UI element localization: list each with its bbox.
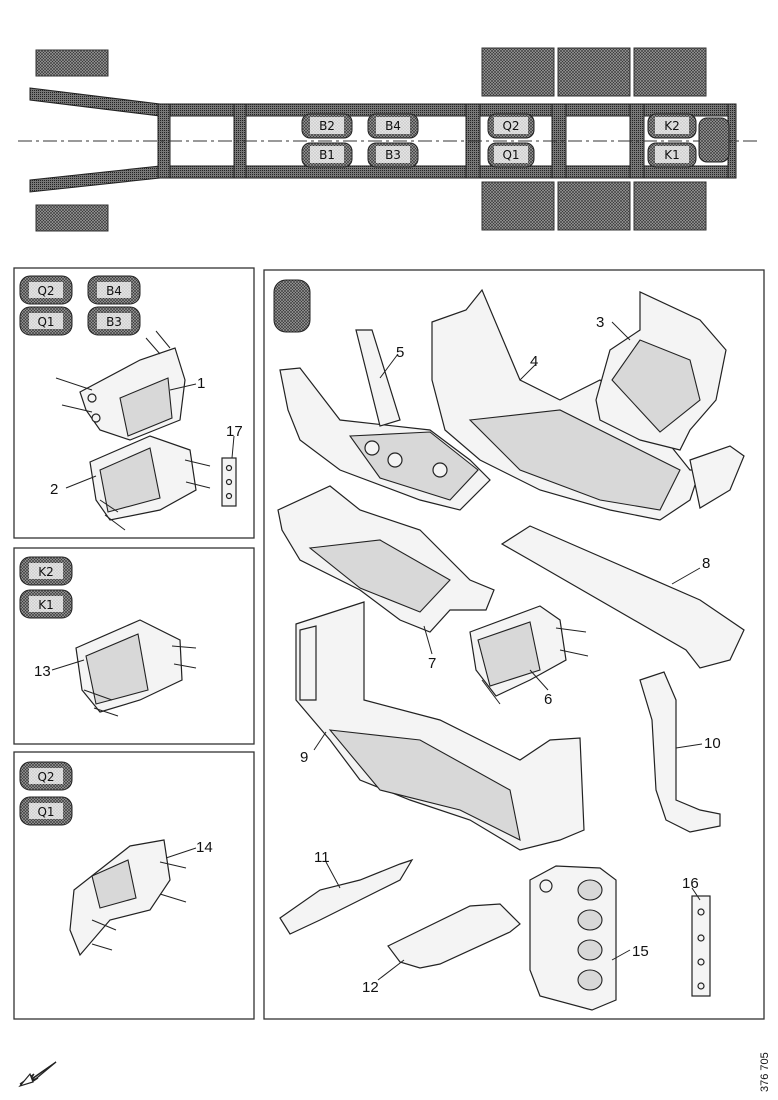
part-14-bracket (69, 839, 187, 957)
svg-text:Q1: Q1 (502, 148, 519, 162)
svg-text:Q1: Q1 (37, 315, 54, 329)
svg-text:Q2: Q2 (37, 770, 54, 784)
callout-15: 15 (632, 943, 649, 960)
panel-2-frame (13, 547, 255, 745)
part-16-plate (691, 895, 711, 997)
svg-text:Q2: Q2 (502, 119, 519, 133)
callout-6: 6 (544, 691, 552, 708)
part-1-bracket (55, 330, 186, 441)
svg-text:K2: K2 (664, 119, 680, 133)
chassis-bag-b1: B1 (301, 142, 353, 168)
direction-arrow-icon (18, 1061, 57, 1088)
chassis-bag-b3: B3 (367, 142, 419, 168)
part-5-cradle (279, 329, 491, 511)
part-15-block (529, 865, 617, 1011)
part-12-plate (387, 903, 521, 969)
chassis-bag-q1: Q1 (487, 142, 535, 168)
panel-main-frame (263, 269, 765, 1020)
panel-3-bags: Q2 Q1 (19, 761, 73, 826)
chassis-bag-k2: K2 (647, 113, 697, 139)
main-panel-bag (273, 279, 311, 333)
svg-text:K1: K1 (664, 148, 680, 162)
callout-16: 16 (682, 875, 699, 892)
svg-text:Q2: Q2 (37, 284, 54, 298)
panel-3-frame (13, 751, 255, 1020)
wheel-rear-6 (633, 181, 707, 231)
chassis-rear-bag (698, 117, 730, 163)
callout-17: 17 (226, 423, 243, 440)
part-4-beam (431, 288, 745, 521)
callout-11: 11 (314, 849, 330, 866)
callout-8: 8 (702, 555, 710, 572)
callout-13: 13 (34, 663, 51, 680)
panel-1-bags: Q2 B4 Q1 B3 (19, 275, 141, 336)
chassis-bag-k1: K1 (647, 142, 697, 168)
part-6-bracket (469, 605, 589, 705)
callout-14: 14 (196, 839, 213, 856)
part-8-strut (500, 525, 745, 669)
svg-text:B1: B1 (319, 148, 335, 162)
callout-10: 10 (704, 735, 721, 752)
chassis-bag-b2: B2 (301, 113, 353, 139)
drawing-reference-number: 376 705 (759, 1052, 771, 1092)
part-13-bracket (75, 619, 197, 717)
wheel-rear-1 (481, 47, 555, 97)
part-2-bracket (89, 435, 211, 531)
callout-2: 2 (50, 481, 58, 498)
callout-4: 4 (530, 353, 538, 370)
chassis-bag-q2: Q2 (487, 113, 535, 139)
panel-2-bags: K2 K1 (19, 556, 73, 619)
svg-text:K2: K2 (38, 565, 54, 579)
callout-9: 9 (300, 749, 308, 766)
callout-leaders (51, 321, 703, 981)
part-7-plate (277, 485, 495, 633)
part-10-arm (639, 671, 721, 833)
chassis-bag-b4: B4 (367, 113, 419, 139)
callout-5: 5 (396, 344, 404, 361)
callout-3: 3 (596, 314, 604, 331)
part-11-plate (279, 858, 414, 935)
wheel-rear-4 (481, 181, 555, 231)
wheel-rear-5 (557, 181, 631, 231)
svg-text:Q1: Q1 (37, 805, 54, 819)
part-17-plate (221, 457, 237, 507)
callout-12: 12 (362, 979, 379, 996)
svg-text:B3: B3 (385, 148, 401, 162)
chassis-top-view: B2 B4 B1 B3 Q2 Q1 K2 (18, 47, 760, 232)
wheel-rear-2 (557, 47, 631, 97)
wheel-front-left (35, 49, 109, 77)
svg-text:B2: B2 (319, 119, 335, 133)
svg-text:B3: B3 (106, 315, 122, 329)
svg-text:B4: B4 (385, 119, 401, 133)
wheel-rear-3 (633, 47, 707, 97)
part-9-beam (295, 601, 585, 851)
callout-7: 7 (428, 655, 436, 672)
wheel-front-right (35, 204, 109, 232)
svg-text:B4: B4 (106, 284, 122, 298)
panel-1-frame (13, 267, 255, 539)
svg-text:K1: K1 (38, 598, 54, 612)
callout-1: 1 (197, 375, 205, 392)
part-3-bracket (595, 291, 727, 451)
